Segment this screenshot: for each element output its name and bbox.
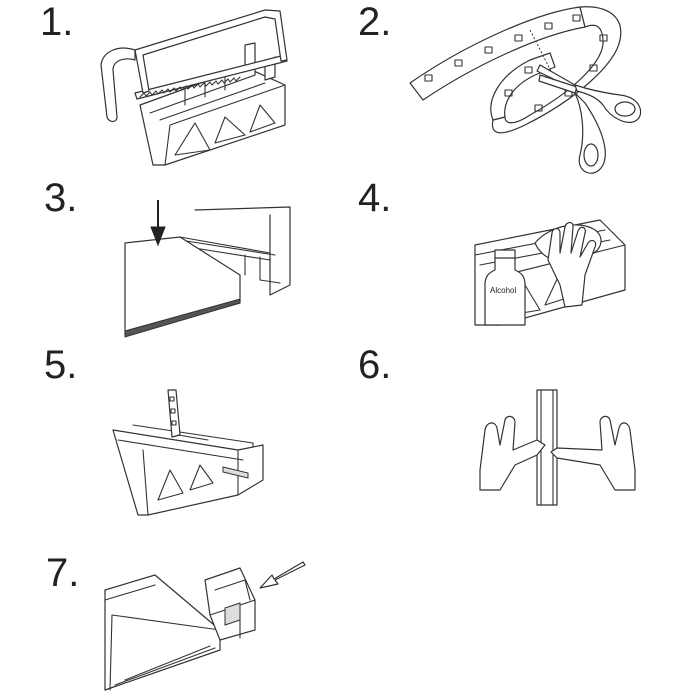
step-number-3: 3. xyxy=(44,176,78,220)
step-number-7: 7. xyxy=(46,551,80,595)
step-number-2: 2. xyxy=(358,0,392,44)
step-1-saw-cutting-illustration xyxy=(95,5,295,170)
step-number-1: 1. xyxy=(40,0,74,44)
step-2-scissors-cutting-strip-illustration xyxy=(405,5,650,180)
alcohol-bottle-label: Alcohol xyxy=(490,286,516,295)
step-3-press-into-profile-illustration xyxy=(120,195,300,345)
step-6-press-cover-illustration xyxy=(475,390,645,510)
step-7-attach-end-cap-illustration xyxy=(100,560,310,700)
step-number-4: 4. xyxy=(358,176,392,220)
step-number-6: 6. xyxy=(358,343,392,387)
step-4-clean-with-alcohol-illustration: Alcohol xyxy=(470,215,640,330)
step-5-insert-strip-illustration xyxy=(108,385,278,520)
step-number-5: 5. xyxy=(44,343,78,387)
